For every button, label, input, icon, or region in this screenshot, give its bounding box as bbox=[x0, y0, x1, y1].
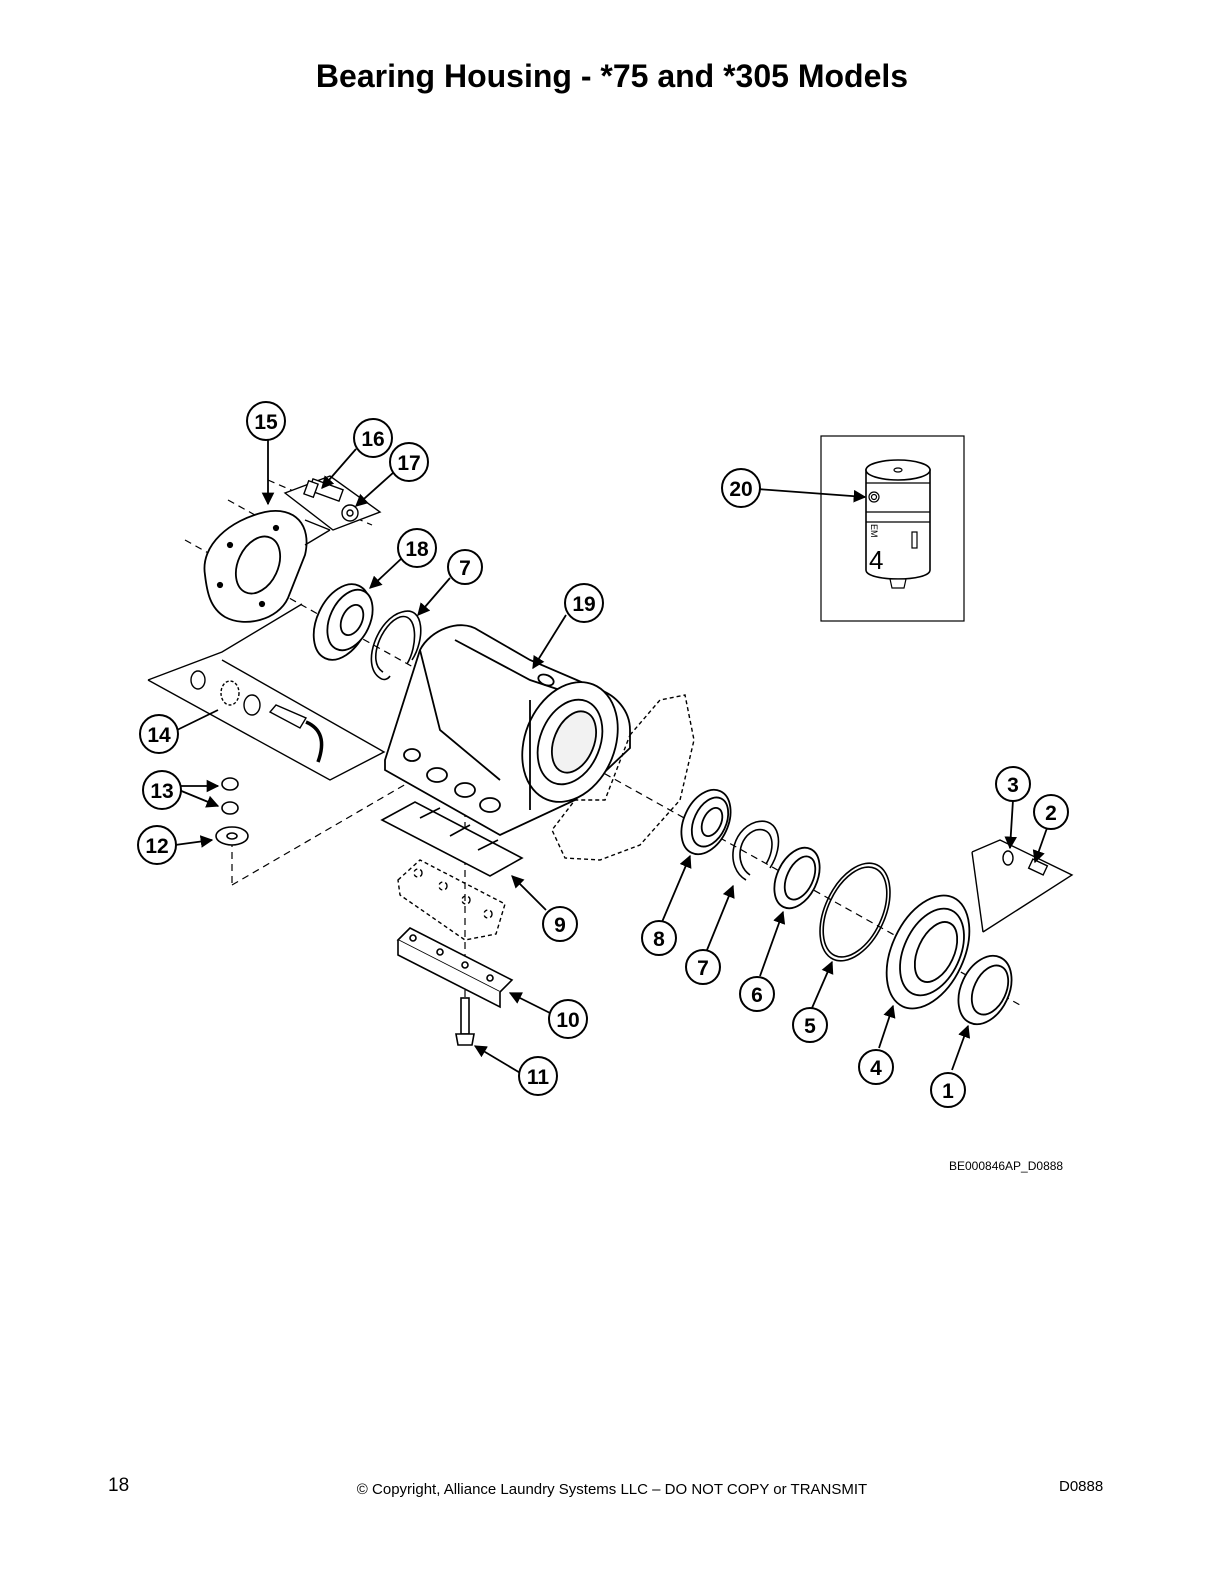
callout-label-14: 14 bbox=[147, 724, 171, 747]
callout-label-3: 3 bbox=[1007, 774, 1019, 797]
callout-label-11: 11 bbox=[527, 1066, 550, 1089]
cap-part bbox=[957, 954, 1013, 1026]
o-ring-part bbox=[819, 862, 891, 962]
callout-bubble-14 bbox=[139, 714, 179, 754]
phantom-gasket bbox=[551, 694, 695, 861]
callout-bubble-9 bbox=[542, 906, 578, 942]
callout-label-1: 1 bbox=[942, 1080, 954, 1103]
nut-and-washer-parts bbox=[215, 777, 249, 846]
callout-bubble-20 bbox=[721, 468, 761, 508]
figure-id: BE000846AP_D0888 bbox=[949, 1159, 1064, 1173]
callout-bubble-13 bbox=[142, 770, 182, 810]
seal-ring-part bbox=[773, 846, 821, 910]
bearing-housing-part bbox=[384, 624, 631, 837]
callout-label-17: 17 bbox=[397, 452, 420, 475]
lower-retaining-ring-part bbox=[732, 820, 780, 881]
upper-bearing-part bbox=[312, 583, 374, 661]
callout-label-13: 13 bbox=[150, 780, 173, 803]
channel-bracket-part bbox=[396, 927, 514, 1009]
upper-retaining-ring-part bbox=[370, 610, 422, 681]
callout-label-20: 20 bbox=[729, 478, 752, 501]
callout-bubble-1 bbox=[930, 1072, 966, 1108]
callout-label-7-upper: 7 bbox=[459, 557, 471, 580]
callout-label-15: 15 bbox=[254, 411, 278, 434]
callout-bubble-15 bbox=[246, 401, 286, 441]
bolt-part bbox=[455, 997, 475, 1046]
end-cover-part bbox=[885, 894, 971, 1010]
callout-label-16: 16 bbox=[361, 428, 384, 451]
callout-label-4: 4 bbox=[870, 1057, 882, 1080]
gasket-plate-part bbox=[203, 510, 308, 623]
lubricator-detail-box bbox=[820, 435, 965, 622]
callout-label-5: 5 bbox=[804, 1015, 816, 1038]
callout-bubble-7-lower bbox=[685, 949, 721, 985]
sensor-assembly-detail bbox=[147, 603, 386, 781]
callout-label-9: 9 bbox=[554, 914, 566, 937]
callout-bubble-8 bbox=[641, 920, 677, 956]
callout-label-18: 18 bbox=[405, 538, 429, 561]
roller-bearing-part bbox=[680, 788, 732, 856]
callout-bubbles bbox=[137, 401, 1069, 1108]
callout-label-10: 10 bbox=[556, 1009, 579, 1032]
callout-bubble-10 bbox=[548, 999, 588, 1039]
callout-bubble-12 bbox=[137, 825, 177, 865]
callout-bubble-4 bbox=[858, 1049, 894, 1085]
page-title: Bearing Housing - *75 and *305 Models bbox=[315, 58, 909, 94]
lubricator-marking-letters: EM bbox=[869, 524, 879, 538]
callout-label-7-lower: 7 bbox=[697, 957, 709, 980]
callout-label-8: 8 bbox=[653, 928, 665, 951]
callout-bubble-6 bbox=[739, 976, 775, 1012]
callout-bubble-2 bbox=[1033, 794, 1069, 830]
callout-label-6: 6 bbox=[751, 984, 763, 1007]
callout-bubble-3 bbox=[995, 766, 1031, 802]
callout-label-2: 2 bbox=[1045, 802, 1057, 825]
shim-plate-part bbox=[380, 801, 524, 877]
screw-washer-detail bbox=[283, 475, 382, 546]
lubricator-marking-digit: 4 bbox=[869, 545, 883, 575]
page-number: 18 bbox=[108, 1475, 130, 1496]
screw-lockwasher-detail bbox=[971, 839, 1074, 933]
callout-bubble-18 bbox=[397, 528, 437, 568]
callout-bubble-17 bbox=[389, 442, 429, 482]
callout-label-19: 19 bbox=[572, 593, 595, 616]
callout-bubble-19 bbox=[564, 583, 604, 623]
copyright-notice: © Copyright, Alliance Laundry Systems LL… bbox=[356, 1481, 868, 1498]
callout-bubble-16 bbox=[353, 418, 393, 458]
phantom-shim bbox=[397, 859, 506, 941]
callout-bubble-5 bbox=[792, 1007, 828, 1043]
callout-bubble-11 bbox=[518, 1056, 558, 1096]
document-code: D0888 bbox=[1059, 1478, 1104, 1495]
callout-label-12: 12 bbox=[145, 835, 168, 858]
leader-lines bbox=[174, 438, 1048, 1075]
callout-bubble-7-upper bbox=[447, 549, 483, 585]
